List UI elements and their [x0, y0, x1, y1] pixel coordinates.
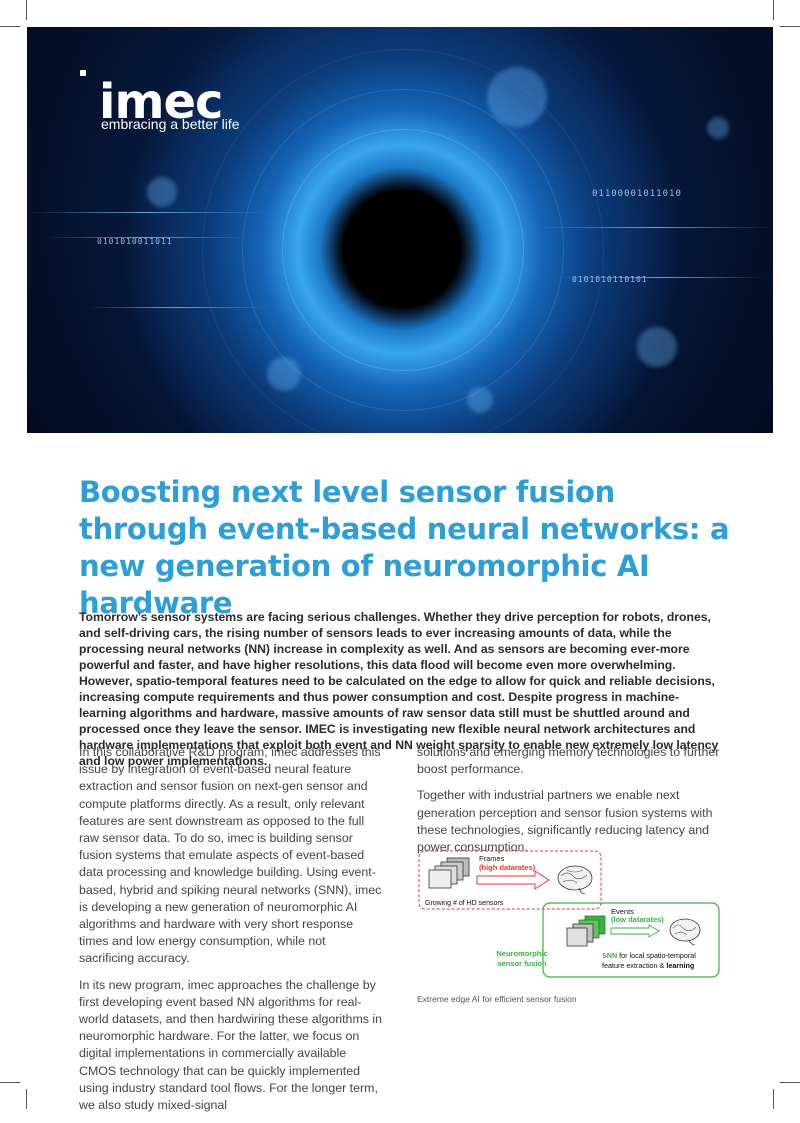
crop-mark	[0, 26, 20, 27]
crop-mark	[780, 26, 800, 27]
brain-icon	[669, 918, 701, 946]
snn-label-line2: feature extraction & learning	[602, 961, 694, 970]
bokeh-light	[467, 387, 493, 413]
snn-text: for local spatio-temporal	[617, 951, 696, 960]
bokeh-light	[267, 357, 301, 391]
page-title: Boosting next level sensor fusion throug…	[79, 475, 730, 620]
body-column-right: solutions and emerging memory technologi…	[417, 744, 721, 865]
body-column-left: In this collaborative R&D program, imec …	[79, 744, 383, 1123]
frames-box	[418, 850, 602, 910]
logo-wordmark: imec	[99, 74, 223, 130]
frames-label: Frames	[479, 854, 505, 863]
light-streak	[47, 237, 247, 238]
iris-ring	[202, 49, 604, 433]
crop-mark	[0, 1082, 20, 1083]
events-label: Events	[611, 907, 634, 916]
figure-caption: Extreme edge AI for efficient sensor fus…	[417, 994, 577, 1004]
events-box	[542, 902, 720, 978]
binary-overlay: 0101010110101	[572, 275, 648, 284]
snn-label: SNN for local spatio-temporal	[602, 951, 696, 960]
body-paragraph: solutions and emerging memory technologi…	[417, 745, 720, 777]
frames-stack-icon	[428, 857, 470, 889]
binary-overlay: 0101010011011	[97, 237, 173, 246]
crop-mark	[773, 0, 774, 20]
crop-mark	[26, 0, 27, 20]
body-paragraph: In this collaborative R&D program, imec …	[79, 745, 382, 966]
crop-mark	[26, 1089, 27, 1109]
events-arrow-icon	[610, 924, 660, 938]
events-sub-label: (low datarates)	[611, 915, 664, 924]
light-streak	[537, 227, 773, 228]
light-streak	[27, 212, 267, 213]
bokeh-light	[147, 177, 177, 207]
bokeh-light	[637, 327, 677, 367]
learning-bold: learning	[666, 961, 694, 970]
intro-paragraph: Tomorrow’s sensor systems are facing ser…	[79, 610, 719, 768]
crop-mark	[780, 1082, 800, 1083]
tagline: embracing a better life	[101, 116, 240, 132]
bokeh-light	[487, 67, 547, 127]
neuromorphic-label: sensor fusion	[497, 959, 547, 968]
light-streak	[87, 307, 267, 308]
sensor-fusion-diagram: Frames (high datarates) Growing # of HD …	[417, 850, 721, 980]
binary-overlay: 01100001011010	[592, 189, 682, 199]
frames-arrow-icon	[476, 870, 550, 890]
bokeh-light	[707, 117, 729, 139]
neuromorphic-label: Neuromorphic	[496, 949, 547, 958]
crop-mark	[773, 1089, 774, 1109]
snn-text: feature extraction &	[602, 961, 666, 970]
snn-bold: SNN	[602, 951, 617, 960]
body-paragraph: In its new program, imec approaches the …	[79, 977, 383, 1113]
growing-sensors-label: Growing # of HD sensors	[425, 900, 504, 907]
brain-icon	[557, 865, 593, 895]
frames-sub-label: (high datarates)	[479, 863, 536, 872]
body-paragraph: Together with industrial partners we ena…	[417, 788, 713, 855]
logo-dot	[80, 70, 86, 76]
light-streak	[557, 277, 767, 278]
hero-eye-image: 01100001011010 0101010011011 01010101101…	[27, 27, 773, 433]
events-stack-icon	[566, 915, 606, 947]
